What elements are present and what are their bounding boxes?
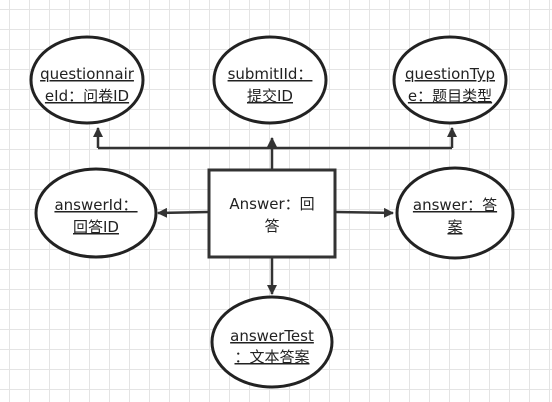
attribute-answer[interactable]: answer：答 案 (395, 166, 515, 260)
attribute-questionnaireid-line1: questionnair (40, 65, 135, 83)
attribute-questionnaireid[interactable]: questionnair eId：问卷ID (29, 35, 145, 125)
attribute-submitid[interactable]: submitIId： 提交ID (212, 35, 328, 125)
attribute-questionnaireid-line2: eId：问卷ID (45, 87, 129, 105)
attribute-answerid[interactable]: answerId： 回答ID (34, 167, 158, 259)
attribute-answer-line2: 案 (447, 218, 462, 236)
attribute-submitid-line2: 提交ID (247, 87, 293, 105)
attribute-answertest-line1: answerTest (230, 327, 314, 345)
attribute-questiontype-line1: questionTyp (405, 65, 495, 83)
attribute-answertest-line2: ：文本答案 (234, 348, 309, 366)
attribute-answertest[interactable]: answerTest ：文本答案 (210, 295, 334, 389)
attribute-answerid-line1: answerId： (54, 196, 137, 214)
entity-label-line1: Answer：回 (229, 195, 314, 213)
entity-label-line2: 答 (264, 217, 279, 235)
connector-entity-to-answer (335, 207, 394, 218)
attribute-submitid-line1: submitIId： (228, 65, 313, 83)
attribute-questiontype[interactable]: questionTyp e：题目类型 (392, 35, 508, 125)
connector-entity-to-answerid (157, 207, 209, 218)
entity-answer[interactable]: Answer：回 答 (207, 168, 337, 259)
attribute-answer-line1: answer：答 (413, 196, 497, 214)
attribute-questiontype-line2: e：题目类型 (408, 87, 492, 105)
attribute-answerid-line2: 回答ID (73, 218, 119, 236)
